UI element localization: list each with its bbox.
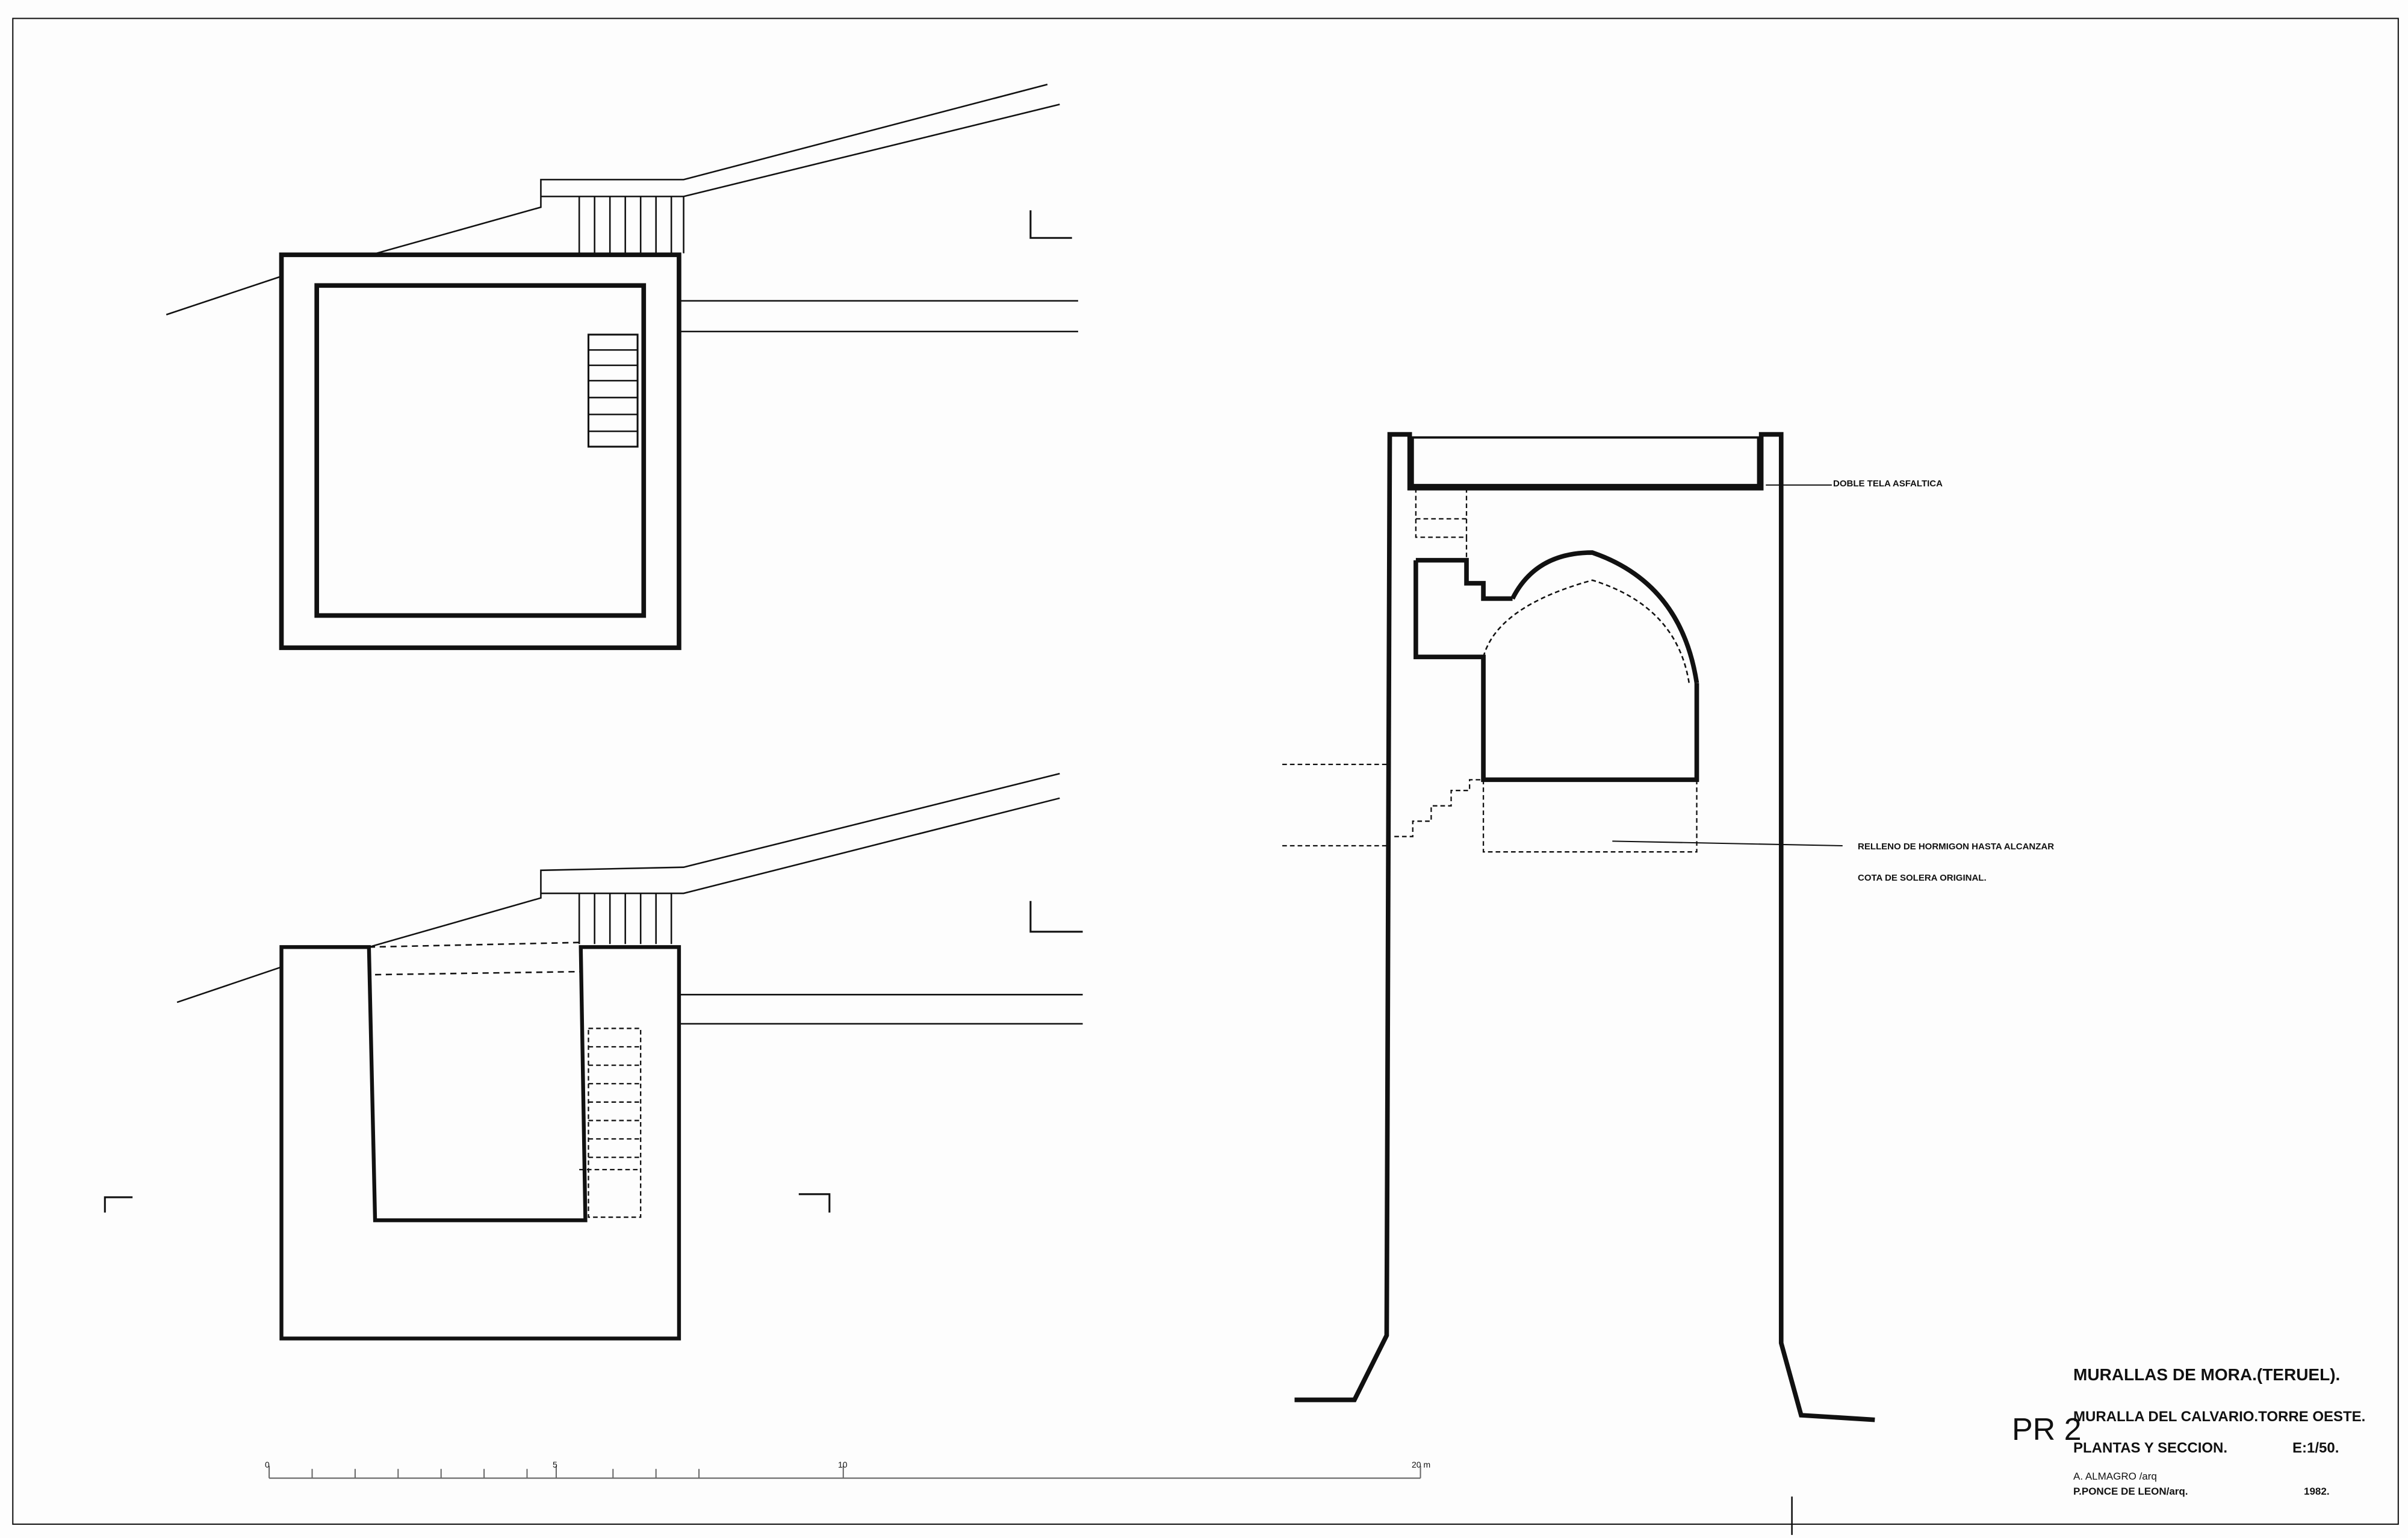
lower-plan — [104, 772, 1083, 1341]
scale-label-5: 5 — [553, 1460, 557, 1469]
scale-label-10: 10 — [838, 1460, 848, 1469]
drawing-scale: E:1/50. — [2292, 1440, 2339, 1456]
author-2: P.PONCE DE LEON/arq. — [2073, 1486, 2188, 1497]
sheet-number: PR 2 — [2012, 1412, 2082, 1447]
annotation-fill-2: COTA DE SOLERA ORIGINAL. — [1858, 873, 1987, 883]
drawing-title: PLANTAS Y SECCION. — [2073, 1440, 2228, 1456]
year: 1982. — [2304, 1486, 2330, 1497]
annotation-fill-1: RELLENO DE HORMIGON HASTA ALCANZAR — [1858, 842, 2055, 852]
author-1: A. ALMAGRO /arq — [2073, 1471, 2157, 1482]
tower-section — [1282, 432, 1875, 1422]
scale-bar — [268, 1466, 1421, 1479]
sheet-border — [12, 17, 2399, 1525]
annotation-roof: DOBLE TELA ASFALTICA — [1833, 479, 1943, 489]
scale-label-0: 0 — [265, 1460, 270, 1469]
upper-plan — [166, 84, 1078, 650]
subject-title: MURALLA DEL CALVARIO.TORRE OESTE. — [2073, 1409, 2366, 1425]
scale-label-20: 20 m — [1412, 1460, 1431, 1469]
project-title: MURALLAS DE MORA.(TERUEL). — [2073, 1365, 2341, 1384]
